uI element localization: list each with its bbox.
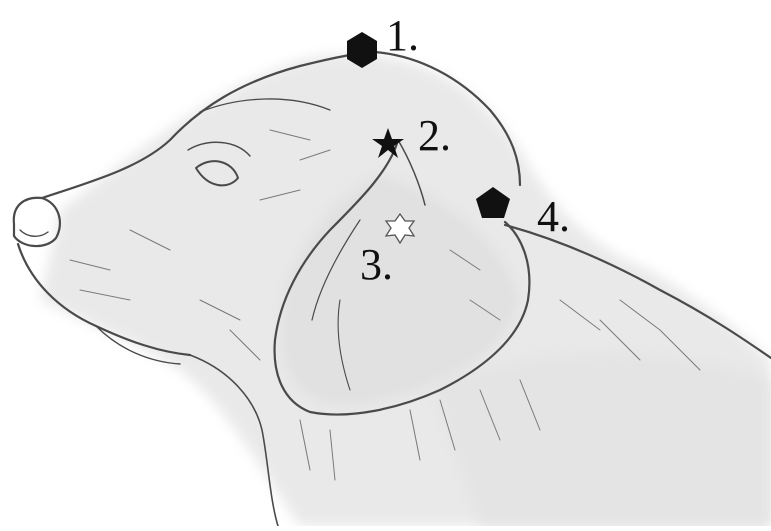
marker-4-pentagon-icon xyxy=(476,187,510,218)
head-shading xyxy=(40,54,771,526)
marker-2-star-icon xyxy=(372,128,404,158)
marker-label-3: 3. xyxy=(360,240,393,289)
marker-label-2: 2. xyxy=(418,111,451,160)
marker-3-hexagram-outline-icon xyxy=(384,212,416,245)
marker-1-hexagon-icon xyxy=(347,32,377,68)
marker-label-4: 4. xyxy=(537,192,570,241)
head-outline xyxy=(12,50,771,527)
marker-label-1: 1. xyxy=(386,11,419,60)
fur-hatching xyxy=(69,129,701,481)
